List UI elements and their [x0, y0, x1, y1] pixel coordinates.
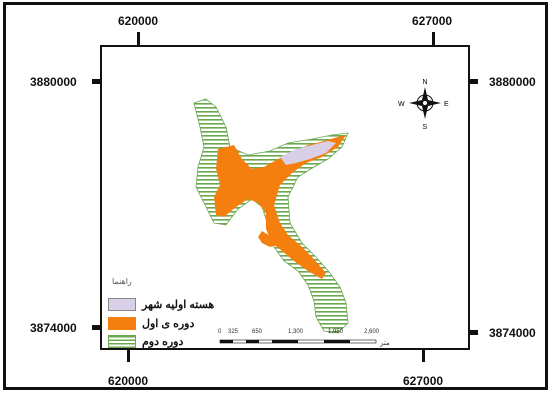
- scale-unit: متر: [380, 340, 390, 347]
- legend-item-period2: دوره دوم: [108, 335, 248, 349]
- west-label: W: [398, 101, 405, 108]
- legend-label-core: هسته اولیه شهر: [142, 299, 215, 311]
- tick-left-top: [92, 79, 100, 84]
- tick-left-bottom: [92, 325, 100, 330]
- coord-right-bottom: 3874000: [489, 326, 536, 340]
- legend-swatch-period2: [108, 335, 136, 348]
- legend-item-core: هسته اولیه شهر: [108, 298, 248, 312]
- legend-label-period1: دوره ی اول: [142, 318, 195, 330]
- scale-tick-1: 325: [228, 329, 239, 335]
- tick-bottom-right: [422, 350, 425, 362]
- legend-swatch-core: [108, 298, 136, 311]
- coord-bottom-right: 627000: [403, 374, 444, 388]
- coord-right-top: 3880000: [489, 75, 536, 89]
- period1-patch: [258, 231, 278, 247]
- map-area: N S E W 0 325 650 1,300 1,950 2,600 متر …: [100, 45, 470, 350]
- scale-tick-5: 2,600: [364, 329, 380, 335]
- north-label: N: [423, 79, 428, 86]
- coord-top-right: 627000: [412, 14, 453, 28]
- scale-tick-0: 0: [218, 329, 222, 335]
- legend-swatch-period1: [108, 317, 136, 330]
- south-label: S: [423, 124, 428, 131]
- tick-bottom-left: [127, 350, 130, 362]
- scale-tick-4: 1,950: [328, 329, 344, 335]
- east-label: E: [444, 101, 449, 108]
- legend-label-period2: دوره دوم: [142, 336, 184, 348]
- tick-top-left: [137, 32, 140, 45]
- scale-tick-2: 650: [252, 329, 263, 335]
- coord-left-bottom: 3874000: [30, 321, 77, 335]
- coord-left-top: 3880000: [30, 75, 77, 89]
- legend-item-period1: دوره ی اول: [108, 317, 248, 331]
- period1-area: [214, 135, 346, 279]
- tick-top-right: [432, 32, 435, 45]
- north-arrow: N S E W: [398, 79, 449, 131]
- city-core-area: [280, 141, 336, 165]
- coord-top-left: 620000: [118, 14, 159, 28]
- tick-right-bottom: [470, 330, 478, 335]
- coord-bottom-left: 620000: [108, 374, 149, 388]
- legend-title: راهنما: [112, 277, 132, 286]
- urban-growth-map: N S E W: [193, 79, 449, 344]
- scale-tick-3: 1,300: [288, 329, 304, 335]
- tick-right-top: [470, 79, 478, 84]
- scale-bar: [219, 339, 377, 344]
